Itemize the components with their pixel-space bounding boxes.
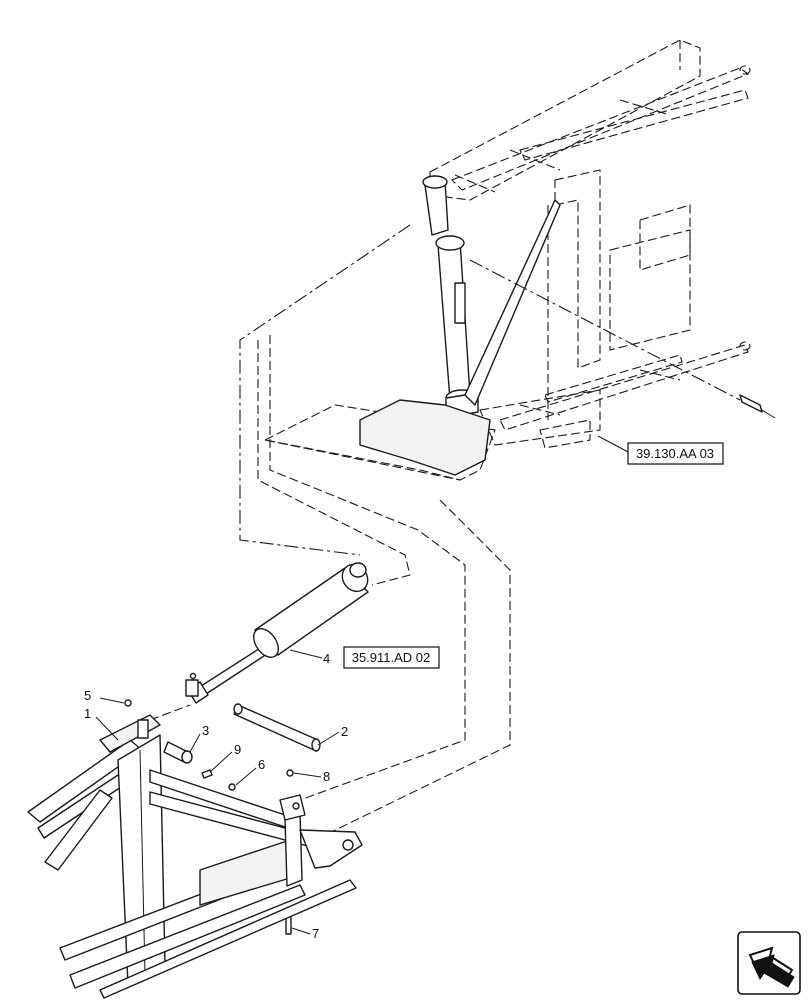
fastener-part-5 <box>124 699 132 707</box>
callout-4: 4 <box>323 651 330 666</box>
pin-part-2 <box>233 703 321 752</box>
callout-leaders <box>95 435 631 935</box>
callout-9: 9 <box>234 742 241 757</box>
reference-cylinder[interactable]: 35.911.AD 02 <box>343 646 440 669</box>
pivot-post <box>359 175 776 476</box>
callout-2: 2 <box>341 724 348 739</box>
callout-7: 7 <box>312 926 319 941</box>
callout-3: 3 <box>202 723 209 738</box>
reference-cylinder-label: 35.911.AD 02 <box>352 650 431 665</box>
fastener-part-6 <box>228 783 236 791</box>
reference-boom-label: 39.130.AA 03 <box>636 446 714 461</box>
clip-part-9 <box>201 769 213 779</box>
callout-5: 5 <box>84 688 91 703</box>
callout-1: 1 <box>84 706 91 721</box>
fastener-part-8 <box>286 769 294 777</box>
boom-assembly-phantom <box>263 39 751 481</box>
lower-frame-part-1 <box>27 714 363 999</box>
phantom-routing-lines <box>149 335 511 836</box>
assembly-line-pivot <box>239 224 411 556</box>
callout-8: 8 <box>323 769 330 784</box>
reference-boom[interactable]: 39.130.AA 03 <box>627 442 724 465</box>
assembly-line-boom <box>469 259 741 401</box>
pin-part-3 <box>163 741 193 764</box>
callout-6: 6 <box>258 757 265 772</box>
hydraulic-cylinder <box>185 562 369 704</box>
arrow-navigation-icon[interactable] <box>737 931 801 995</box>
